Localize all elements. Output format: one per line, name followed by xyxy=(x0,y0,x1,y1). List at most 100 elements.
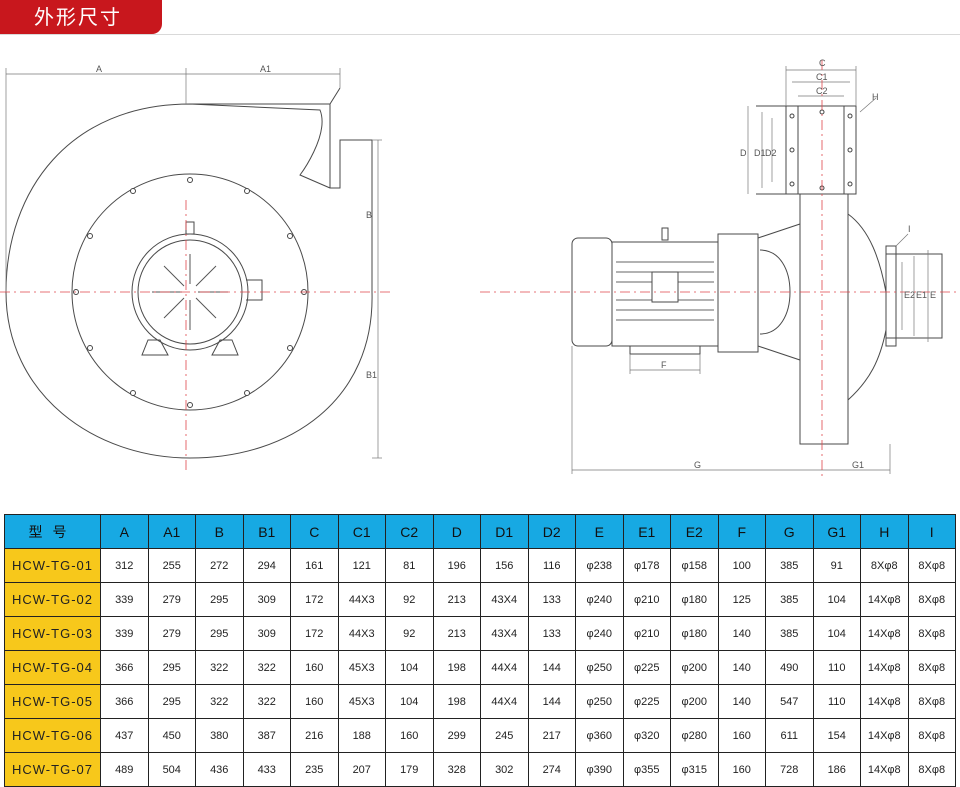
table-cell: 217 xyxy=(527,718,576,753)
table-header: 型号 xyxy=(4,514,101,549)
table-header: D2 xyxy=(527,514,576,549)
table-cell: 92 xyxy=(385,616,434,651)
table-cell: 272 xyxy=(195,548,244,583)
table-cell: 81 xyxy=(385,548,434,583)
table-cell: 104 xyxy=(812,582,861,617)
table-cell: φ280 xyxy=(670,718,719,753)
table-cell: 207 xyxy=(337,752,386,787)
table-cell: 44X3 xyxy=(337,616,386,651)
model-cell: HCW-TG-02 xyxy=(4,582,101,617)
table-cell: 160 xyxy=(385,718,434,753)
table-cell: 274 xyxy=(527,752,576,787)
table-cell: 125 xyxy=(717,582,766,617)
table-cell: φ200 xyxy=(670,684,719,719)
label-F: F xyxy=(661,360,667,370)
label-C2: C2 xyxy=(816,86,828,96)
table-header: G1 xyxy=(812,514,861,549)
table-cell: 8Xφ8 xyxy=(907,616,956,651)
table-cell: 235 xyxy=(290,752,339,787)
table-cell: 255 xyxy=(147,548,196,583)
table-cell: 8Xφ8 xyxy=(907,752,956,787)
label-G1: G1 xyxy=(852,460,864,470)
table-cell: 110 xyxy=(812,684,861,719)
table-header-row: 型号 A A1 B B1 C C1 C2 D D1 D2 E E1 E2 F G… xyxy=(4,514,956,549)
table-cell: 14Xφ8 xyxy=(860,684,909,719)
table-cell: φ225 xyxy=(622,684,671,719)
dimension-labels: A A1 B B1 C C1 C2 H D D1 D2 I E E1 E2 F … xyxy=(96,58,936,470)
label-D2: D2 xyxy=(765,148,777,158)
table-cell: 295 xyxy=(147,684,196,719)
label-D: D xyxy=(740,148,747,158)
center-lines xyxy=(0,60,960,480)
table-cell: 366 xyxy=(100,684,149,719)
table-cell: 110 xyxy=(812,650,861,685)
table-cell: 8Xφ8 xyxy=(907,684,956,719)
table-cell: φ240 xyxy=(575,582,624,617)
table-cell: 295 xyxy=(147,650,196,685)
table-cell: 186 xyxy=(812,752,861,787)
table-cell: φ320 xyxy=(622,718,671,753)
table-cell: 295 xyxy=(195,582,244,617)
table-cell: 133 xyxy=(527,582,576,617)
table-cell: 160 xyxy=(717,752,766,787)
table-header: E xyxy=(575,514,624,549)
table-cell: 339 xyxy=(100,582,149,617)
table-cell: 172 xyxy=(290,582,339,617)
table-cell: 116 xyxy=(527,548,576,583)
table-cell: 45X3 xyxy=(337,684,386,719)
table-cell: 322 xyxy=(242,650,291,685)
table-cell: 44X4 xyxy=(480,650,529,685)
label-H: H xyxy=(872,92,879,102)
table-cell: φ355 xyxy=(622,752,671,787)
model-cell: HCW-TG-06 xyxy=(4,718,101,753)
table-cell: 92 xyxy=(385,582,434,617)
table-cell: φ158 xyxy=(670,548,719,583)
motor-base xyxy=(629,346,701,355)
table-cell: φ200 xyxy=(670,650,719,685)
table-cell: 44X4 xyxy=(480,684,529,719)
table-cell: 450 xyxy=(147,718,196,753)
table-cell: φ315 xyxy=(670,752,719,787)
table-cell: 380 xyxy=(195,718,244,753)
table-cell: φ238 xyxy=(575,548,624,583)
table-cell: φ180 xyxy=(670,616,719,651)
table-cell: 14Xφ8 xyxy=(860,582,909,617)
table-cell: 160 xyxy=(717,718,766,753)
table-cell: 385 xyxy=(765,582,814,617)
table-cell: 198 xyxy=(432,650,481,685)
table-cell: 43X4 xyxy=(480,582,529,617)
table-header: A xyxy=(100,514,149,549)
side-casing xyxy=(799,193,849,445)
section-title: 外形尺寸 xyxy=(0,0,162,34)
table-cell: φ178 xyxy=(622,548,671,583)
table-header: C2 xyxy=(385,514,434,549)
model-cell: HCW-TG-01 xyxy=(4,548,101,583)
table-cell: 322 xyxy=(195,650,244,685)
table-cell: 339 xyxy=(100,616,149,651)
table-cell: 140 xyxy=(717,616,766,651)
side-inlet-cone xyxy=(847,213,887,401)
table-cell: 295 xyxy=(195,616,244,651)
table-cell: φ225 xyxy=(622,650,671,685)
table-cell: 309 xyxy=(242,616,291,651)
table-cell: 433 xyxy=(242,752,291,787)
table-cell: 245 xyxy=(480,718,529,753)
table-cell: 387 xyxy=(242,718,291,753)
table-cell: 133 xyxy=(527,616,576,651)
model-cell: HCW-TG-03 xyxy=(4,616,101,651)
table-cell: 144 xyxy=(527,650,576,685)
table-header: H xyxy=(860,514,909,549)
label-A1: A1 xyxy=(260,64,271,74)
table-cell: 160 xyxy=(290,650,339,685)
table-cell: 140 xyxy=(717,684,766,719)
table-cell: 156 xyxy=(480,548,529,583)
label-C1: C1 xyxy=(816,72,828,82)
table-cell: 213 xyxy=(432,616,481,651)
title-divider xyxy=(0,34,960,35)
model-cell: HCW-TG-04 xyxy=(4,650,101,685)
